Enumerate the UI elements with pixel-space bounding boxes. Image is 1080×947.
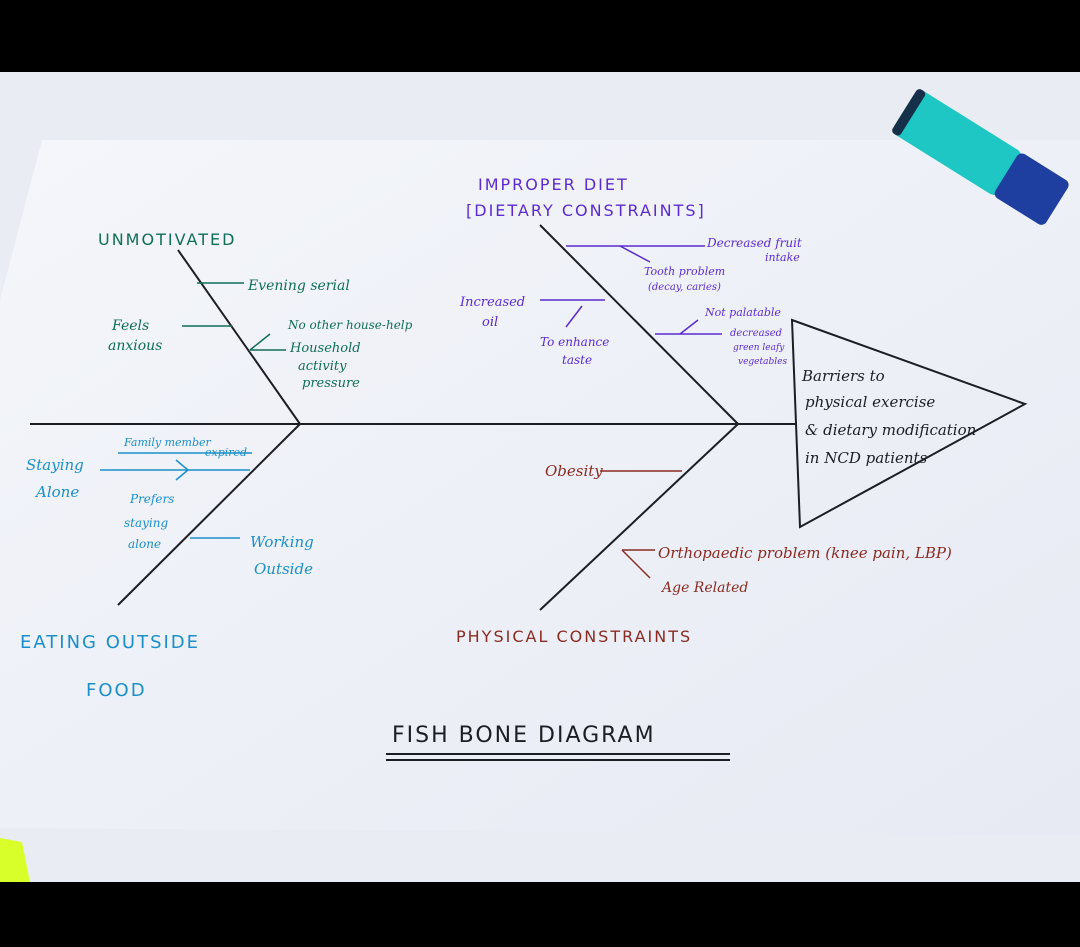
cause-staying-alone-2: Alone (34, 483, 79, 501)
cause-line (619, 245, 651, 263)
head-line-3: & dietary modification (805, 421, 976, 439)
cause-no-house-help: No other house-help (287, 318, 413, 332)
head-line-4: in NCD patients (805, 449, 928, 467)
cause-orthopaedic: Orthopaedic problem (knee pain, LBP) (658, 544, 952, 562)
cause-decreased-greens: decreased (730, 328, 782, 339)
cause-obesity: Obesity (545, 462, 603, 480)
bone-unmotivated (177, 249, 301, 425)
fish-head-triangle (790, 318, 1028, 529)
cause-tooth-problem-2: (decay, caries) (648, 282, 721, 293)
paper-sheet (0, 140, 1080, 835)
cause-prefers-alone-3: alone (128, 537, 161, 551)
category-label: Improper Diet (478, 175, 629, 194)
cause-decreased-greens-3: vegetables (738, 357, 787, 367)
cause-line (565, 305, 583, 328)
head-line-2: physical exercise (805, 393, 935, 411)
cause-household-pressure-3: pressure (302, 376, 360, 391)
cause-line (621, 549, 651, 579)
category-improper-diet: Improper Diet [Dietary Constraints] Decr… (459, 175, 802, 367)
cause-fruit-intake: Decreased fruit (706, 236, 802, 250)
cause-working-outside: Working (250, 533, 314, 551)
category-label: Unmotivated (98, 230, 236, 249)
category-label-sub: [Dietary Constraints] (466, 201, 706, 220)
category-eating-outside: Eating Outside Food Family member expire… (20, 436, 314, 701)
category-label: Eating Outside (20, 632, 200, 653)
bone-diet (539, 224, 739, 425)
cause-age-related: Age Related (660, 580, 748, 596)
cause-increased-oil-2: oil (482, 315, 498, 330)
marker-pen (892, 89, 1069, 225)
category-physical-constraints: Physical Constraints Obesity Orthopaedic… (456, 462, 952, 646)
cause-enhance-taste-2: taste (562, 353, 592, 367)
cause-working-outside-2: Outside (254, 560, 313, 578)
marker-cap-end (892, 89, 926, 136)
diagram-title: Fish Bone Diagram (392, 723, 656, 748)
cause-family-member: Family member (123, 436, 212, 449)
marker-cap (893, 90, 1022, 195)
bone-eating (117, 423, 301, 606)
cause-household-pressure-2: activity (298, 359, 347, 374)
cause-line (679, 319, 699, 335)
highlighter-tip (0, 838, 30, 882)
cause-prefers-alone-2: staying (124, 516, 168, 530)
cause-household-pressure: Household (289, 341, 361, 356)
marker-body (994, 153, 1069, 225)
cause-increased-oil: Increased (459, 295, 525, 310)
category-label-sub: Food (86, 680, 147, 701)
arrow-head (175, 459, 190, 481)
cause-fruit-intake-2: intake (765, 251, 800, 264)
fishbone-skeleton (30, 224, 1028, 611)
cause-decreased-greens-2: green leafy (733, 343, 785, 353)
category-unmotivated: Unmotivated Evening serial Feels anxious… (98, 230, 413, 391)
cause-evening-serial: Evening serial (247, 278, 350, 294)
fish-head-problem: Barriers to physical exercise & dietary … (801, 367, 976, 467)
cause-feels-anxious-2: anxious (108, 338, 162, 354)
cause-staying-alone: Staying (26, 456, 84, 474)
cause-line (249, 333, 271, 351)
category-label: Physical Constraints (456, 627, 692, 646)
head-line-1: Barriers to (801, 367, 885, 385)
bone-physical (539, 423, 739, 611)
cause-tooth-problem: Tooth problem (644, 265, 725, 278)
cause-family-member-2: expired (205, 446, 247, 459)
cause-not-palatable: Not palatable (704, 306, 781, 319)
cause-feels-anxious: Feels (111, 318, 149, 334)
cause-prefers-alone: Prefers (129, 492, 174, 506)
cause-enhance-taste: To enhance (540, 335, 609, 349)
